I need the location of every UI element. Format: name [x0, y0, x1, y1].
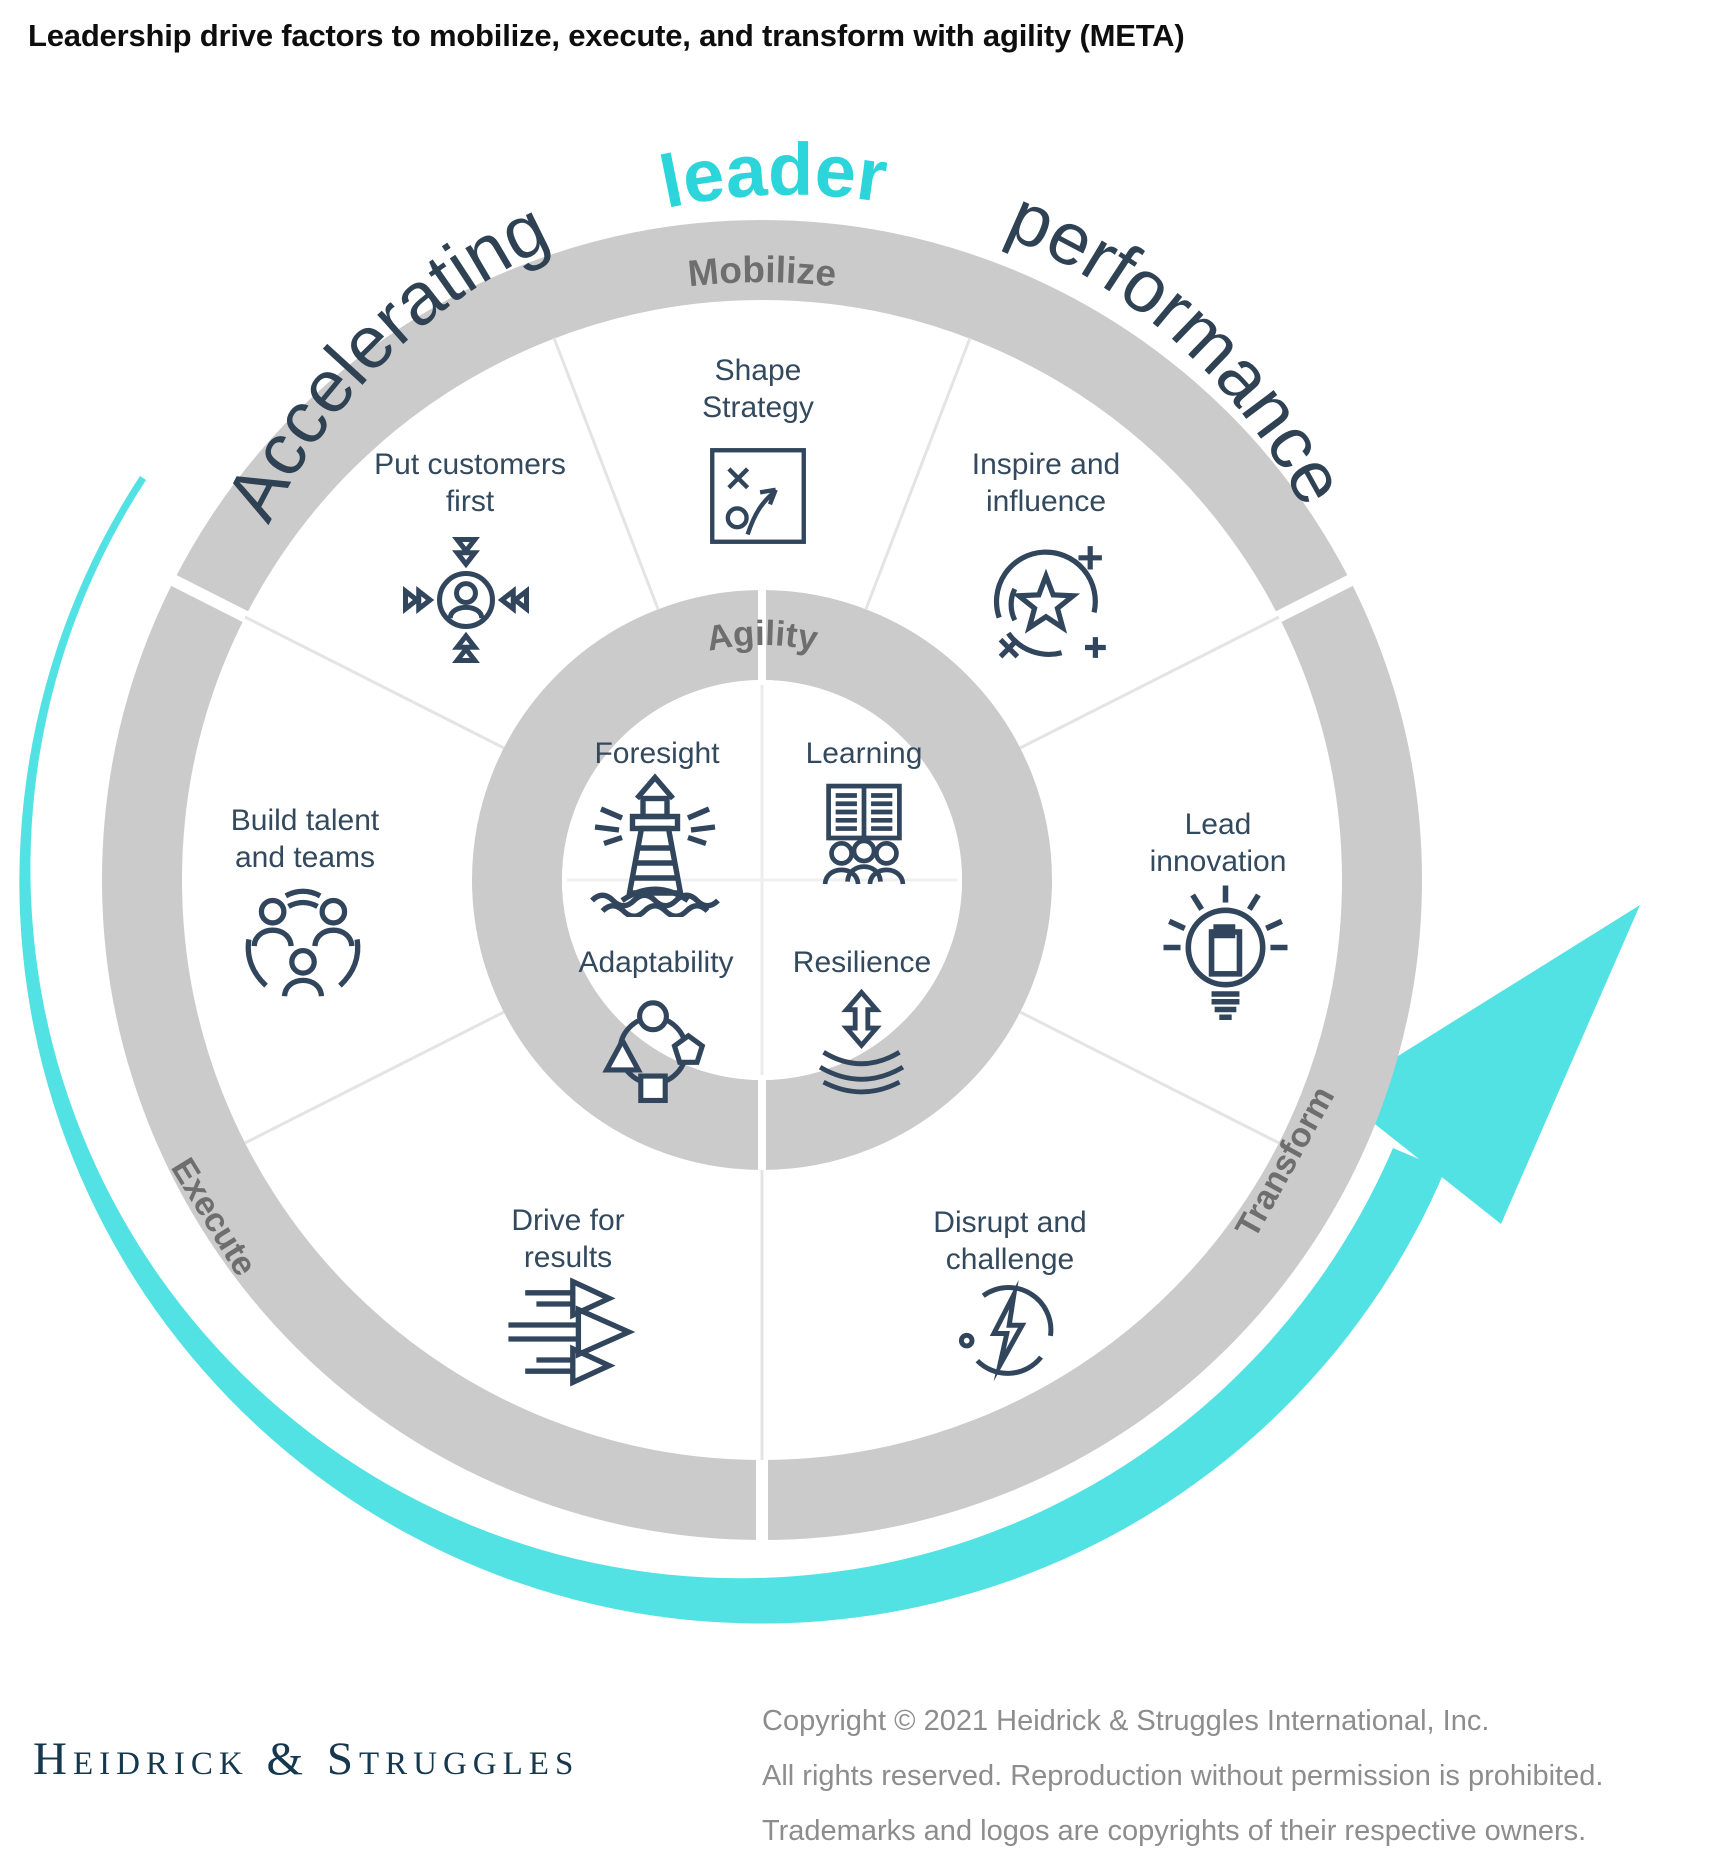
label-build-talent-and-teams: Build talent and teams [230, 804, 380, 874]
label-foresight: Foresight [594, 737, 720, 770]
swoosh-arrow [19, 476, 1640, 1624]
copyright-line: Copyright © 2021 Heidrick & Struggles In… [762, 1705, 1490, 1737]
label-inspire-and-influence: Inspire and influence [971, 448, 1121, 518]
label-disrupt-and-challenge: Disrupt and challenge [933, 1206, 1087, 1276]
page-title: Leadership drive factors to mobilize, ex… [28, 18, 1185, 53]
adaptability-icon [602, 1000, 706, 1104]
lead-innovation-icon [1163, 885, 1288, 1021]
drive-for-results-icon [508, 1277, 636, 1387]
label-learning: Learning [805, 737, 923, 770]
build-talent-and-teams-icon [245, 888, 361, 997]
learning-icon [822, 783, 906, 885]
outer-band-section-gaps [166, 572, 1358, 1545]
shape-strategy-icon [710, 448, 806, 544]
copyright-line: All rights reserved. Reproduction withou… [762, 1760, 1604, 1792]
swoosh-arrowhead [1337, 905, 1640, 1224]
label-drive-for-results: Drive for results [511, 1204, 625, 1274]
label-put-customers-first: Put customers first [374, 448, 566, 518]
segment-dividers [244, 337, 1280, 1460]
resilience-icon [818, 989, 905, 1095]
copyright-text: Copyright © 2021 Heidrick & Struggles In… [762, 1694, 1603, 1859]
section-label-mobilize: Mobilize [686, 249, 838, 294]
label-shape-strategy: Shape Strategy [702, 354, 814, 424]
label-adaptability: Adaptability [578, 946, 734, 979]
disrupt-and-challenge-icon [958, 1279, 1054, 1382]
copyright-line: Trademarks and logos are copyrights of t… [762, 1815, 1587, 1847]
label-resilience: Resilience [792, 946, 932, 979]
curved-header-highlight: leader [653, 128, 892, 224]
label-lead-innovation: Lead innovation [1149, 808, 1287, 878]
company-logo: Heidrick & Struggles [33, 1733, 580, 1785]
inner-ring-label-agility: Agility [704, 614, 822, 659]
put-customers-first-icon [403, 537, 529, 663]
foresight-icon [590, 773, 720, 917]
inspire-and-influence-icon [993, 546, 1106, 659]
